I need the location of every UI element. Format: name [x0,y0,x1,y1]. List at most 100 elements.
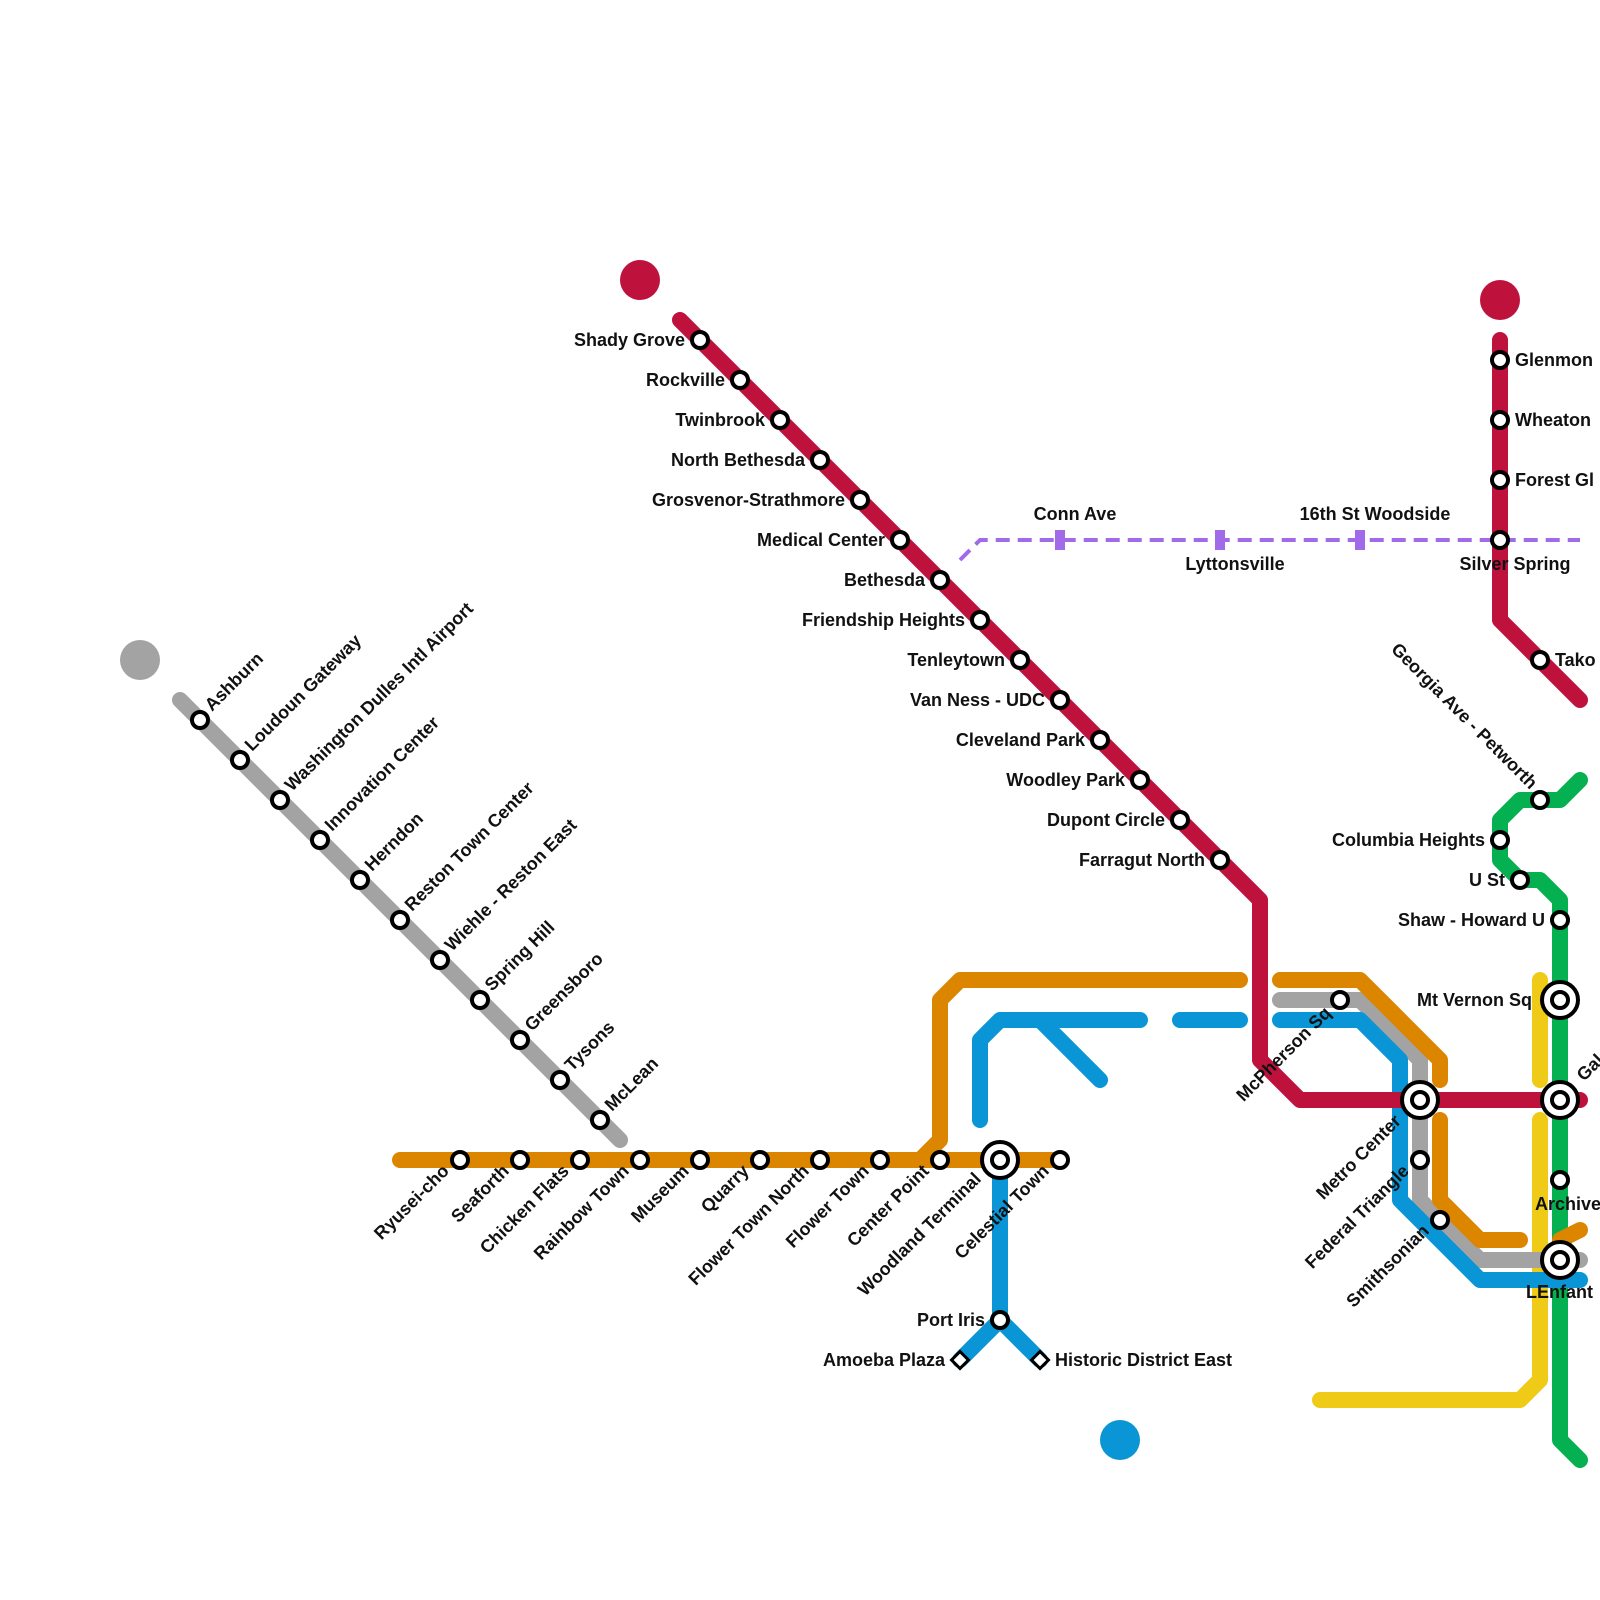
station-label-lyttonsville: Lyttonsville [1185,554,1284,574]
station-flower-town-north[interactable] [810,1150,830,1170]
station-amoeba-plaza[interactable] [949,1349,971,1371]
station-label-reston: Reston Town Center [401,778,538,915]
station-herndon[interactable] [350,870,370,890]
woodside-station-tick [1355,530,1365,550]
station-label-shady-grove: Shady Grove [574,330,685,350]
station-columbia-heights[interactable] [1490,830,1510,850]
station-label-quarry: Quarry [697,1161,753,1217]
station-label-georgia-ave: Georgia Ave - Petworth [1387,639,1541,793]
station-bethesda[interactable] [930,570,950,590]
station-wheaton[interactable] [1490,410,1510,430]
station-metro-center[interactable] [1410,1090,1430,1110]
station-gallery[interactable] [1550,1090,1570,1110]
station-loudoun[interactable] [230,750,250,770]
purple-line [958,538,1580,562]
station-label-cleveland-park: Cleveland Park [956,730,1086,750]
station-mclean[interactable] [590,1110,610,1130]
station-label-tysons: Tysons [561,1017,619,1075]
station-label-van-ness: Van Ness - UDC [910,690,1045,710]
station-label-archives: Archive [1535,1194,1600,1214]
station-label-forest-glen: Forest Gl [1515,470,1594,490]
orange-line [392,972,1588,1248]
station-van-ness[interactable] [1050,690,1070,710]
station-forest-glen[interactable] [1490,470,1510,490]
station-tysons[interactable] [550,1070,570,1090]
yellow-line [1312,972,1548,1408]
station-u-st[interactable] [1510,870,1530,890]
station-label-north-bethesda: North Bethesda [671,450,806,470]
station-label-woodside: 16th St Woodside [1300,504,1451,524]
station-greensboro[interactable] [510,1030,530,1050]
station-cleveland-park[interactable] [1090,730,1110,750]
station-label-amoeba-plaza: Amoeba Plaza [823,1350,946,1370]
station-grosvenor[interactable] [850,490,870,510]
station-label-friendship-heights: Friendship Heights [802,610,965,630]
station-federal-triangle[interactable] [1410,1150,1430,1170]
station-silver-spring[interactable] [1490,530,1510,550]
station-dupont-circle[interactable] [1170,810,1190,830]
station-tenleytown[interactable] [1010,650,1030,670]
station-rainbow-town[interactable] [630,1150,650,1170]
station-label-medical-center: Medical Center [757,530,885,550]
station-celestial-town[interactable] [1050,1150,1070,1170]
station-woodley-park[interactable] [1130,770,1150,790]
station-label-mclean: McLean [601,1053,663,1115]
station-label-port-iris: Port Iris [917,1310,985,1330]
station-port-iris[interactable] [990,1310,1010,1330]
station-reston[interactable] [390,910,410,930]
station-flower-town[interactable] [870,1150,890,1170]
station-label-herndon: Herndon [361,808,427,874]
station-shady-grove[interactable] [690,330,710,350]
station-shaw[interactable] [1550,910,1570,930]
station-wiehle[interactable] [430,950,450,970]
station-medical-center[interactable] [890,530,910,550]
station-ryusei[interactable] [450,1150,470,1170]
red-line-terminus-dot [620,260,660,300]
station-smithsonian[interactable] [1430,1210,1450,1230]
station-glenmont[interactable] [1490,350,1510,370]
station-label-grosvenor: Grosvenor-Strathmore [652,490,845,510]
station-chicken-flats[interactable] [570,1150,590,1170]
station-label-gallery: Gal [1573,1050,1600,1085]
red-line-terminus-dot-east [1480,280,1520,320]
station-label-greensboro: Greensboro [521,949,607,1035]
station-label-museum: Museum [627,1161,693,1227]
station-museum[interactable] [690,1150,710,1170]
lyttonsville-station-tick [1215,530,1225,550]
station-label-wiehle: Wiehle - Reston East [441,815,581,955]
station-label-rockville: Rockville [646,370,725,390]
station-mt-vernon[interactable] [1550,990,1570,1010]
station-label-farragut-north: Farragut North [1079,850,1205,870]
station-center-point[interactable] [930,1150,950,1170]
station-georgia-ave[interactable] [1530,790,1550,810]
station-label-glenmont: Glenmon [1515,350,1593,370]
station-dulles[interactable] [270,790,290,810]
station-label-ashburn: Ashburn [201,648,267,714]
station-woodland-terminal[interactable] [990,1150,1010,1170]
station-friendship-heights[interactable] [970,610,990,630]
station-label-spring-hill: Spring Hill [481,917,559,995]
station-label-bethesda: Bethesda [844,570,926,590]
station-label-smithsonian: Smithsonian [1342,1221,1433,1312]
conn-ave-station-tick [1055,530,1065,550]
station-innovation[interactable] [310,830,330,850]
station-archives[interactable] [1550,1170,1570,1190]
station-takoma[interactable] [1530,650,1550,670]
station-label-mt-vernon: Mt Vernon Sq [1417,990,1532,1010]
station-farragut-north[interactable] [1210,850,1230,870]
station-quarry[interactable] [750,1150,770,1170]
station-label-takoma: Tako [1555,650,1596,670]
station-lenfant[interactable] [1550,1250,1570,1270]
station-seaforth[interactable] [510,1150,530,1170]
station-label-ryusei: Ryusei-cho [370,1161,453,1244]
station-mcpherson[interactable] [1330,990,1350,1010]
station-spring-hill[interactable] [470,990,490,1010]
station-twinbrook[interactable] [770,410,790,430]
station-rockville[interactable] [730,370,750,390]
station-label-woodley-park: Woodley Park [1006,770,1126,790]
station-historic-district-east[interactable] [1029,1349,1051,1371]
station-ashburn[interactable] [190,710,210,730]
station-north-bethesda[interactable] [810,450,830,470]
